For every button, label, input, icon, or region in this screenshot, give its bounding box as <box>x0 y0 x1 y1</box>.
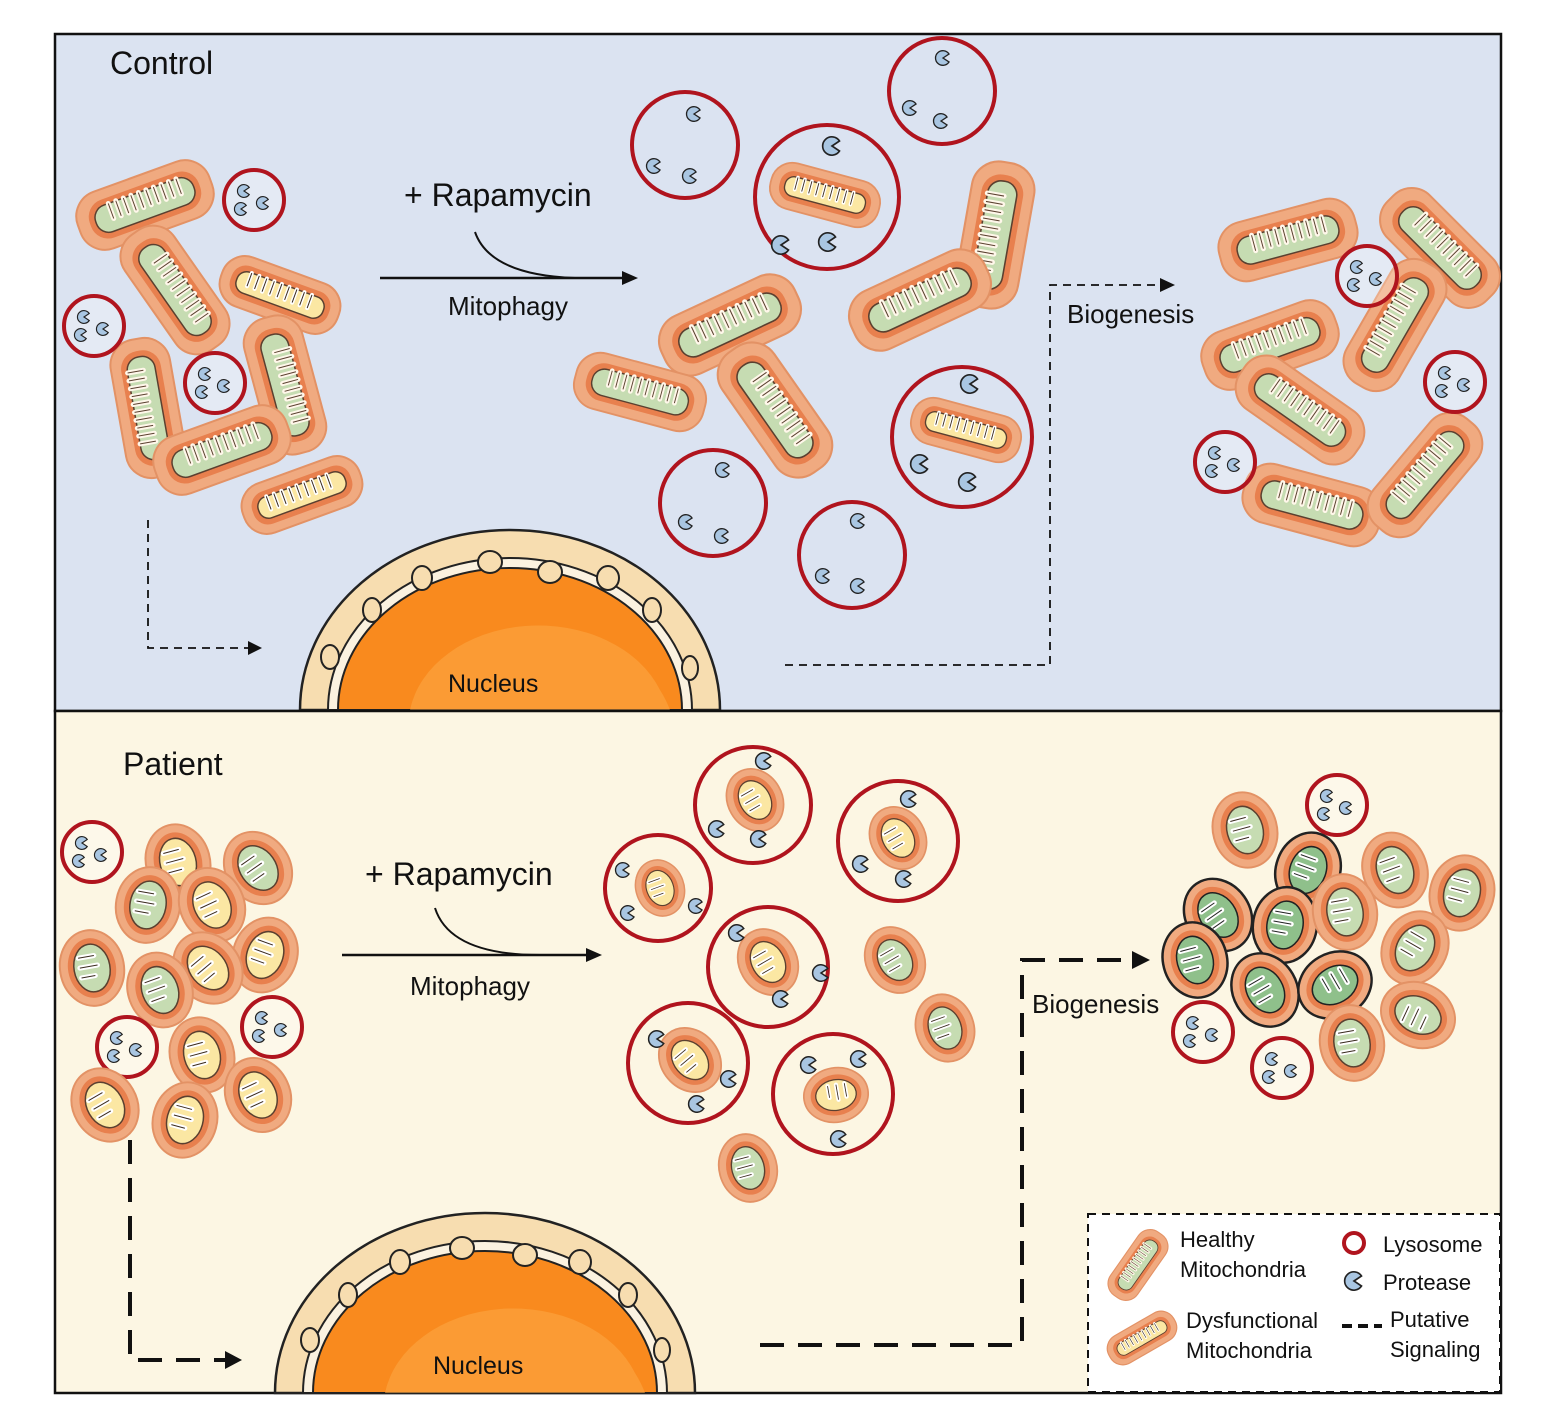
lysosome <box>693 745 813 865</box>
lysosome <box>753 123 901 271</box>
lysosome <box>1425 352 1485 412</box>
biogenesis-signal-path <box>785 284 1160 666</box>
mitophagy-arrow-head <box>586 948 602 962</box>
patient-title: Patient <box>123 746 223 782</box>
signal-to-nucleus-path <box>147 520 250 649</box>
lysosome <box>658 448 768 558</box>
legend-signaling-label: Putative <box>1390 1307 1470 1332</box>
legend-dysfunctional-label-2: Mitochondria <box>1186 1338 1313 1363</box>
legend-healthy-label-2: Mitochondria <box>1180 1257 1307 1282</box>
legend-protease-label: Protease <box>1383 1270 1471 1295</box>
lysosome <box>1337 246 1397 306</box>
biogenesis-arrow-head <box>1160 278 1175 292</box>
control-nucleus-label: Nucleus <box>448 670 538 698</box>
control-mitophagy-cluster <box>568 36 1038 610</box>
lysosome <box>706 905 830 1029</box>
patient-biogenesis-label: Biogenesis <box>1032 989 1159 1019</box>
lysosome <box>797 500 907 610</box>
control-nucleus: Nucleus <box>298 528 722 712</box>
lysosome <box>62 822 122 882</box>
lysosome <box>890 365 1034 509</box>
legend-dysfunctional-label: Dysfunctional <box>1186 1308 1318 1333</box>
patient-nucleus-label: Nucleus <box>433 1352 523 1380</box>
control-title: Control <box>110 45 213 81</box>
legend: Healthy Mitochondria Dysfunctional Mitoc… <box>1087 1213 1501 1393</box>
lysosome <box>242 997 302 1057</box>
lysosome <box>224 170 284 230</box>
lysosome <box>185 353 245 413</box>
patient-treatment-label: + Rapamycin <box>365 856 553 892</box>
lysosome <box>626 1001 750 1125</box>
biogenesis-arrow-head <box>1132 951 1150 969</box>
lysosome <box>1173 1002 1233 1062</box>
lysosome <box>836 779 960 903</box>
patient-process-label: Mitophagy <box>410 971 530 1001</box>
signal-arrow-head <box>248 641 262 655</box>
legend-signaling-label-2: Signaling <box>1390 1337 1481 1362</box>
signal-to-nucleus-path <box>128 1140 228 1362</box>
lysosome <box>630 90 740 200</box>
lysosome <box>64 296 124 356</box>
biogenesis-signal-path <box>760 958 1135 1347</box>
patient-nucleus: Nucleus <box>273 1211 697 1395</box>
lysosome <box>1195 432 1255 492</box>
lysosome <box>1252 1038 1312 1098</box>
legend-healthy-label: Healthy <box>1180 1227 1255 1252</box>
lysosome <box>887 36 997 146</box>
control-treatment-label: + Rapamycin <box>404 177 592 213</box>
patient-mito-cluster <box>54 817 308 1165</box>
lysosome <box>1307 775 1367 835</box>
control-process-label: Mitophagy <box>448 291 568 321</box>
signal-arrow-head <box>225 1351 242 1369</box>
control-biogenesis-label: Biogenesis <box>1067 299 1194 329</box>
patient-mitophagy-cluster <box>603 745 984 1208</box>
legend-lysosome-label: Lysosome <box>1383 1232 1482 1257</box>
lysosome <box>771 1032 895 1156</box>
control-panel: Control + Rapamycin Mitophagy <box>53 32 1511 713</box>
lysosome <box>603 833 713 943</box>
patient-panel: Patient + Rapamycin Mitophagy <box>54 709 1503 1395</box>
mitophagy-arrow-head <box>622 271 638 285</box>
legend-lysosome-icon <box>1342 1231 1366 1255</box>
